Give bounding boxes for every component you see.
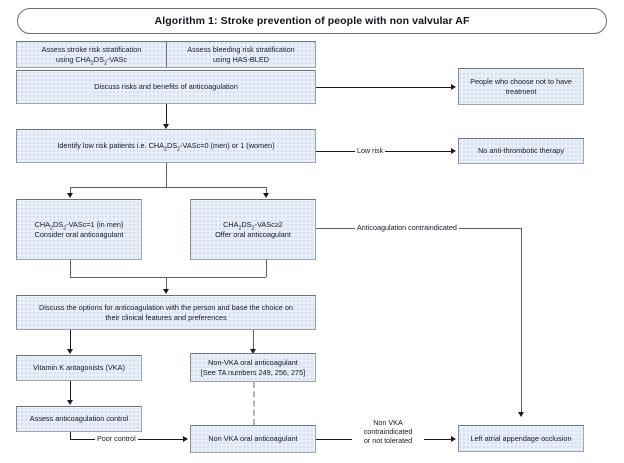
subscript-1: 2 (163, 146, 167, 153)
line-1: Discuss the options for anticoagulation … (39, 302, 293, 312)
line-mid: DS (53, 219, 64, 229)
edge-score-two-merge-drop (266, 260, 267, 277)
edge-discuss-options-to-non-vka-ta (253, 330, 254, 351)
subscript-2: 2 (177, 146, 181, 153)
node-no-antithrombotic-therapy[interactable]: No anti-thrombotic therapy (458, 138, 584, 164)
node-discuss-options-label: Discuss the options for anticoagulation … (39, 303, 293, 323)
arrowhead-down-icon (162, 289, 169, 294)
node-score-one-in-men-label: CHA2DS2-VASc=1 (in men) Consider oral an… (35, 220, 124, 240)
node-assess-bleeding-risk-label: Assess bleeding risk stratification usin… (187, 45, 294, 65)
node-score-two-plus[interactable]: CHA2DS2-VASc≥2 Offer oral anticoagulant (190, 199, 316, 260)
edge-label-poor-control: Poor control (95, 434, 138, 443)
edge-poor-control-drop (70, 432, 71, 439)
node-assess-stroke-risk[interactable]: Assess stroke risk stratification using … (17, 42, 166, 67)
node-no-antithrombotic-therapy-label: No anti-thrombotic therapy (478, 146, 564, 155)
line-2: Consider oral anticoagulant (34, 229, 124, 239)
subscript-1: 2 (50, 224, 53, 231)
node-non-vka-oral-anticoagulant-label: Non VKA oral anticoagulant (208, 434, 298, 443)
arrowhead-right-icon (183, 435, 188, 442)
line-3: or not tolerated (363, 436, 413, 445)
node-left-atrial-appendage-occlusion-label: Left atrial appendage occlusion (470, 433, 572, 443)
edge-identify-split-stem (166, 163, 167, 187)
node-vitamin-k-antagonists-label: Vitamin K antagonists (VKA) (33, 363, 125, 372)
line-post: -VASc≥2 (254, 219, 283, 229)
arrowhead-down-icon (162, 124, 169, 129)
page-title-text: Algorithm 1: Stroke prevention of people… (154, 15, 470, 27)
node-no-treatment[interactable]: People who choose not to have treatment (458, 68, 584, 105)
subscript-2: 2 (251, 224, 255, 231)
line-1: Assess bleeding risk stratification (187, 44, 295, 54)
line-post: -VASc=0 (men) or 1 (women) (180, 141, 275, 150)
subscript-2: 2 (63, 224, 67, 231)
line-2: using HAS-BLED (213, 54, 269, 64)
node-discuss-risks[interactable]: Discuss risks and benefits of anticoagul… (16, 70, 316, 104)
node-identify-low-risk[interactable]: Identify low risk patients i.e. CHA2DS2-… (16, 129, 316, 163)
node-identify-low-risk-label: Identify low risk patients i.e. CHA2DS2-… (57, 141, 275, 153)
node-non-vka-ta-reference-label: Non-VKA oral anticoagulant [See TA numbe… (201, 358, 305, 378)
node-discuss-risks-label: Discuss risks and benefits of anticoagul… (94, 82, 238, 91)
subscript-2: 2 (103, 59, 107, 66)
node-assess-anticoagulation-control-label: Assess anticoagulation control (29, 414, 129, 423)
node-discuss-options[interactable]: Discuss the options for anticoagulation … (16, 295, 316, 330)
arrowhead-down-icon (249, 349, 256, 354)
node-score-two-plus-label: CHA2DS2-VASc≥2 Offer oral anticoagulant (215, 220, 291, 240)
edge-discuss-to-no-treatment (316, 87, 451, 88)
line-2: treatment (505, 86, 537, 96)
arrowhead-right-icon (451, 83, 456, 90)
node-assess-stroke-risk-label: Assess stroke risk stratification using … (41, 44, 142, 66)
arrowhead-down-icon (517, 412, 524, 417)
line-2-pre: using CHA (55, 54, 91, 64)
edge-score-one-merge-drop (70, 260, 71, 277)
line-post: -VASc=1 (in men) (66, 219, 124, 229)
node-non-vka-oral-anticoagulant[interactable]: Non VKA oral anticoagulant (190, 425, 316, 453)
node-no-treatment-label: People who choose not to have treatment (470, 77, 572, 97)
edge-vka-to-assess-control (70, 381, 71, 402)
node-left-atrial-appendage-occlusion[interactable]: Left atrial appendage occlusion (458, 425, 584, 452)
edge-merge-stem (166, 277, 167, 290)
edge-label-non-vka-contraindicated: Non VKA contraindicated or not tolerated (352, 418, 424, 445)
arrowhead-right-icon (451, 147, 456, 154)
arrowhead-down-icon (262, 193, 269, 198)
line-mid: DS (241, 219, 252, 229)
node-score-one-in-men[interactable]: CHA2DS2-VASc=1 (in men) Consider oral an… (16, 199, 142, 260)
line-1: Non-VKA oral anticoagulant (208, 357, 298, 367)
line-pre: Identify low risk patients i.e. CHA (57, 141, 164, 150)
edge-score-two-to-laa-vertical (521, 228, 522, 413)
arrowhead-down-icon (66, 349, 73, 354)
edge-identify-split-right-drop (266, 187, 267, 194)
line-mid: DS (166, 141, 178, 150)
line-1: Non VKA (373, 418, 403, 427)
line-2: contraindicated (363, 427, 413, 436)
node-non-vka-ta-reference[interactable]: Non-VKA oral anticoagulant [See TA numbe… (190, 353, 316, 382)
line-2: their clinical features and preferences (105, 312, 227, 322)
node-vitamin-k-antagonists[interactable]: Vitamin K antagonists (VKA) (16, 355, 142, 381)
subscript-1: 2 (238, 224, 242, 231)
line-2-mid: DS (93, 54, 104, 64)
line-2-post: -VASc (106, 54, 128, 64)
assessment-pair-container: Assess stroke risk stratification using … (16, 41, 316, 68)
arrowhead-right-icon (451, 435, 456, 442)
edge-identify-split-bar (70, 187, 266, 188)
edge-label-low-risk: Low risk (355, 146, 386, 155)
line-2: Offer oral anticoagulant (215, 229, 291, 239)
edge-non-vka-ta-dashed-link (253, 382, 255, 425)
line-pre: CHA (223, 219, 239, 229)
line-1: Assess stroke risk stratification (41, 44, 142, 54)
subscript-1: 2 (90, 59, 94, 66)
edge-discuss-options-to-vka (70, 330, 71, 351)
arrowhead-down-icon (66, 400, 73, 405)
edge-merge-bar (70, 277, 266, 278)
node-assess-anticoagulation-control[interactable]: Assess anticoagulation control (16, 406, 142, 432)
line-1: People who choose not to have (470, 76, 572, 86)
edge-discuss-to-identify (166, 104, 167, 126)
edge-identify-split-left-drop (70, 187, 71, 194)
arrowhead-down-icon (66, 193, 73, 198)
node-assess-bleeding-risk[interactable]: Assess bleeding risk stratification usin… (166, 42, 315, 67)
line-pre: CHA (34, 219, 50, 229)
line-2: [See TA numbers 249, 256, 275] (200, 367, 306, 377)
edge-label-anticoagulation-contraindicated: Anticoagulation contraindicated (355, 223, 459, 232)
page-title: Algorithm 1: Stroke prevention of people… (17, 8, 607, 34)
